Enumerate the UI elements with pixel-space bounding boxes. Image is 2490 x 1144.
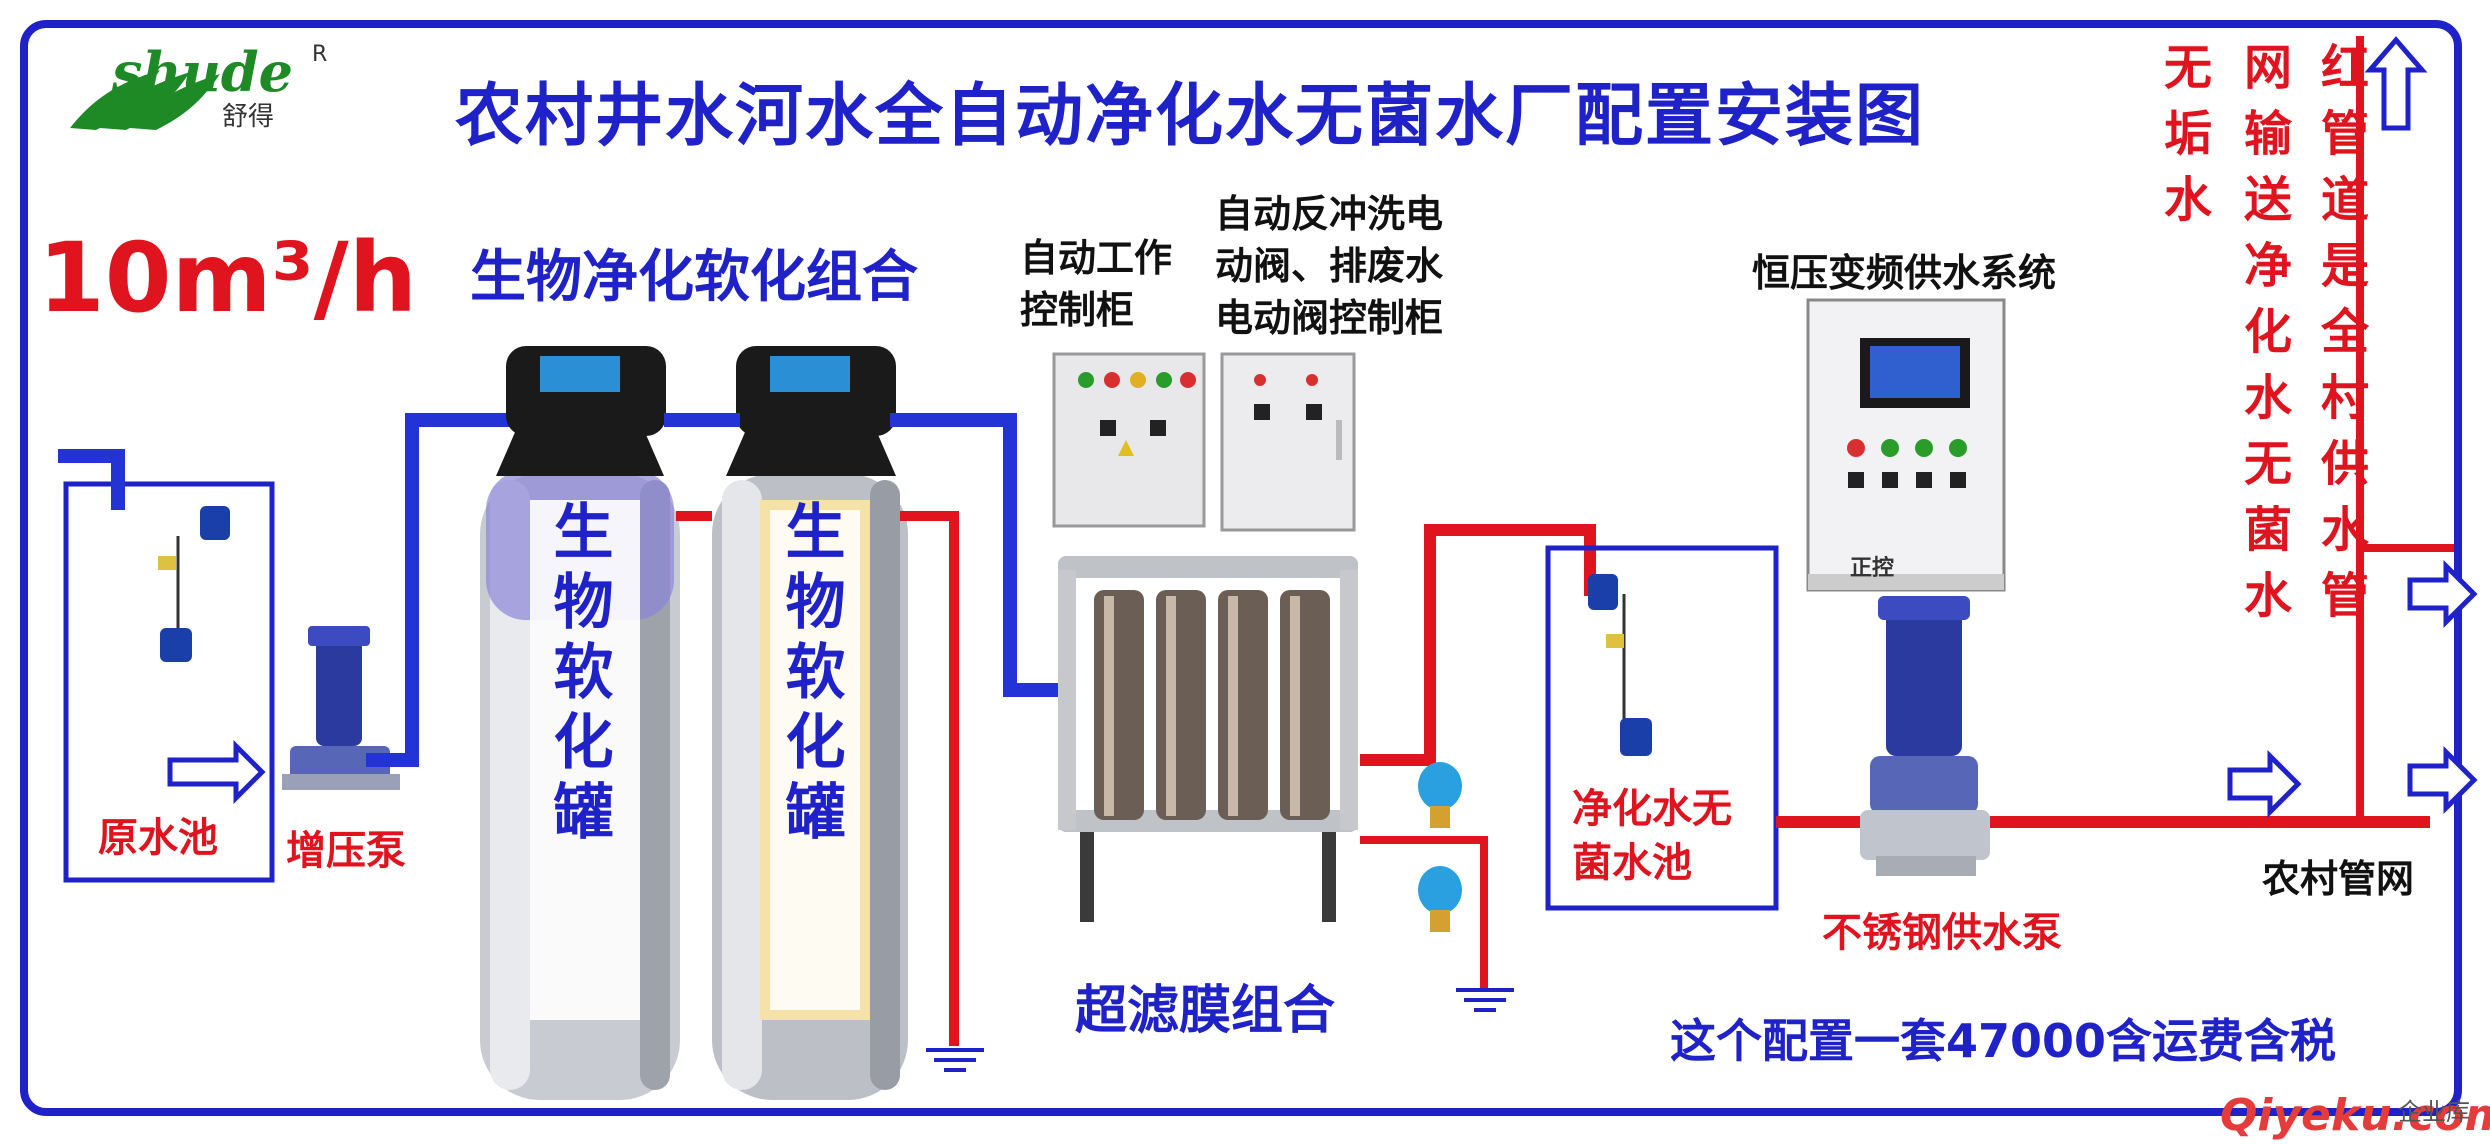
drain-icon bbox=[1456, 988, 1514, 1012]
price-note: 这个配置一套47000含运费含税 bbox=[1670, 1014, 2337, 1068]
registered-mark: R bbox=[312, 42, 328, 67]
outer-frame bbox=[20, 20, 2462, 1116]
sterile-water-pool bbox=[1545, 545, 1779, 911]
valve-cabinet-line-3: 电动阀控制柜 bbox=[1215, 296, 1444, 340]
sterile-pool-label: 净化水无 菌水池 bbox=[1572, 782, 1732, 890]
valve-cabinet-line-1: 自动反冲洗电 bbox=[1215, 192, 1444, 236]
watermark: Qiyeku.com bbox=[2220, 1090, 2490, 1141]
drain-icon bbox=[926, 1048, 984, 1072]
float-switch-icon bbox=[160, 628, 192, 662]
auto-control-cabinet bbox=[1052, 352, 1206, 528]
watermark-cn: 企业库 bbox=[2398, 1098, 2470, 1126]
tank-1-label: 生物软化罐 bbox=[543, 500, 613, 850]
sterile-pool-line-2: 菌水池 bbox=[1572, 840, 1692, 886]
combo-title: 生物净化软化组合 bbox=[470, 245, 918, 310]
brand-logo-text: shude bbox=[112, 40, 294, 104]
right-arrow-icon bbox=[2227, 749, 2302, 819]
auto-cabinet-label: 自动工作 控制柜 bbox=[1020, 232, 1172, 336]
feed-pipe bbox=[366, 413, 520, 767]
constant-pressure-controller bbox=[1806, 298, 2006, 592]
inlet-pipe bbox=[58, 449, 125, 510]
booster-pump bbox=[282, 626, 400, 790]
clean-water-pipe bbox=[1360, 524, 1596, 766]
valve-control-cabinet bbox=[1220, 352, 1356, 532]
product-pipe bbox=[890, 413, 1070, 697]
float-switch-icon bbox=[1588, 574, 1618, 610]
uf-membrane-module bbox=[1058, 556, 1358, 922]
auto-cabinet-line-2: 控制柜 bbox=[1020, 288, 1135, 332]
side-note-1: 无垢水 bbox=[2155, 42, 2211, 240]
softening-tank-1 bbox=[480, 346, 680, 1100]
auto-cabinet-line-1: 自动工作 bbox=[1020, 236, 1173, 280]
flow-arrow-icon bbox=[167, 739, 266, 805]
brand-logo-icon bbox=[70, 70, 220, 130]
softening-tank-2 bbox=[712, 346, 908, 1100]
uf-module-label: 超滤膜组合 bbox=[1075, 981, 1336, 1041]
raw-pool-label: 原水池 bbox=[98, 815, 218, 861]
flow-rate: 10m³/h bbox=[38, 222, 418, 334]
right-arrow-icon bbox=[2407, 559, 2478, 629]
brand-logo-cn: 舒得 bbox=[222, 102, 275, 132]
float-switch-icon bbox=[1620, 718, 1652, 756]
tank-2-label: 生物软化罐 bbox=[775, 500, 845, 850]
diagram-title: 农村井水河水全自动净化水无菌水厂配置安装图 bbox=[455, 77, 1926, 156]
motorized-valve-icon bbox=[1418, 762, 1462, 932]
booster-pump-label: 增压泵 bbox=[286, 828, 406, 874]
up-arrow-icon bbox=[2364, 36, 2428, 131]
stainless-pump-label: 不锈钢供水泵 bbox=[1822, 910, 2062, 956]
float-switch-icon bbox=[200, 506, 230, 540]
side-note-2: 网输送净化水无菌水 bbox=[2235, 42, 2291, 636]
raw-water-pool bbox=[63, 481, 275, 883]
valve-cabinet-line-2: 动阀、排废水 bbox=[1215, 244, 1444, 288]
valve-cabinet-label: 自动反冲洗电 动阀、排废水 电动阀控制柜 bbox=[1215, 188, 1443, 344]
right-arrow-icon bbox=[2407, 745, 2478, 815]
stainless-supply-pump bbox=[1860, 596, 1990, 876]
controller-brand: 正控 bbox=[1850, 556, 1895, 581]
village-network-label: 农村管网 bbox=[2262, 857, 2415, 901]
constant-pressure-label: 恒压变频供水系统 bbox=[1752, 251, 2057, 295]
drain-pipe bbox=[900, 511, 959, 1046]
side-note-3: 红管道是全村供水管 bbox=[2312, 42, 2368, 636]
drain-pipe bbox=[1360, 836, 1488, 990]
sterile-pool-line-1: 净化水无 bbox=[1572, 786, 1732, 832]
